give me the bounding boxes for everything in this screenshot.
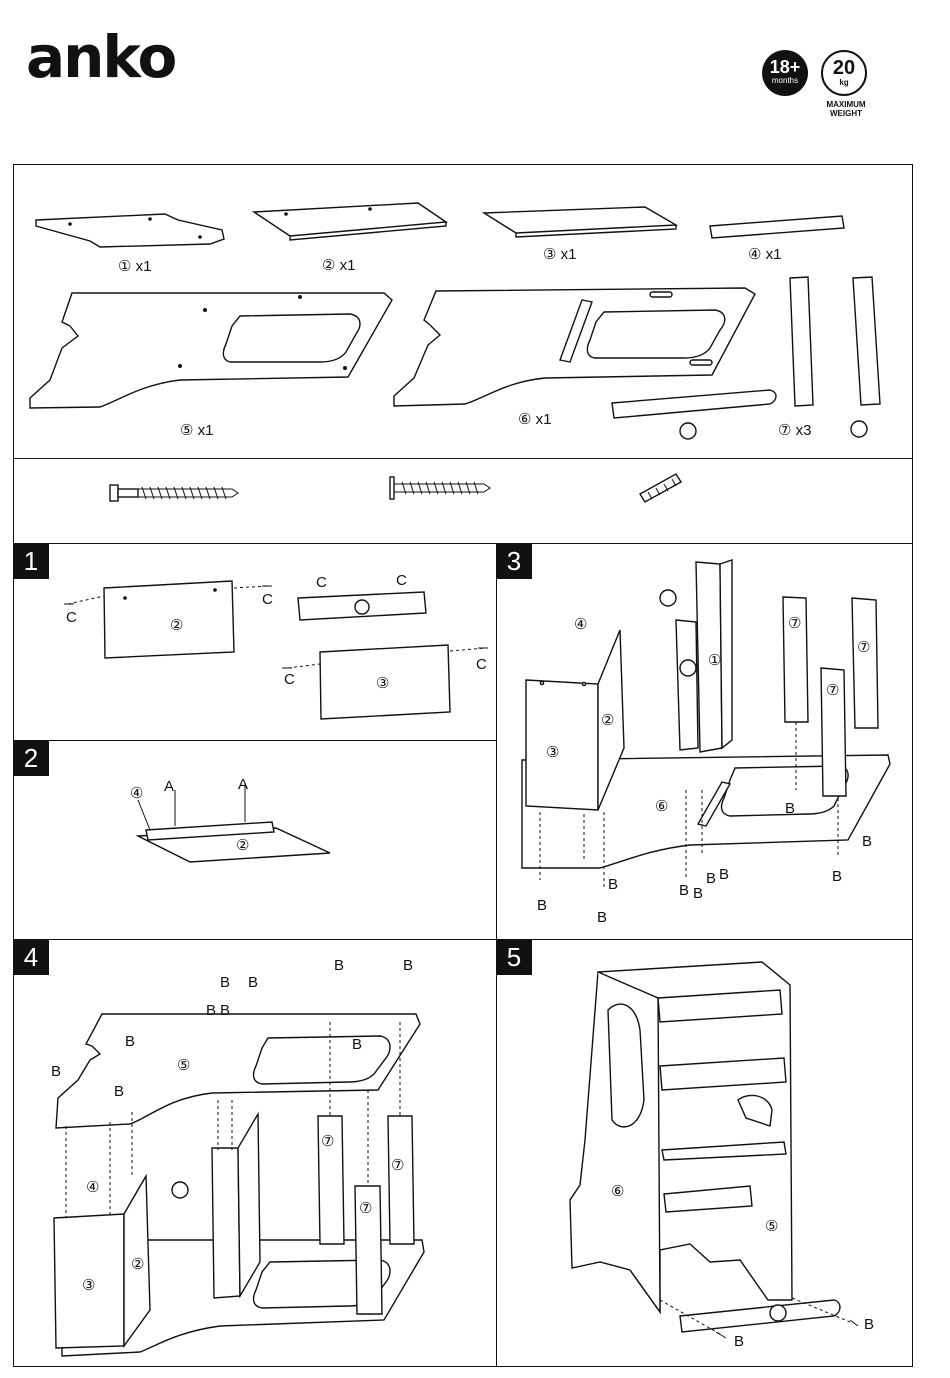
callout-c: C: [396, 572, 407, 589]
part-7-callout: ⑦: [321, 1132, 334, 1150]
rail-drawing: [612, 390, 776, 418]
step-3-drawing: [522, 560, 890, 890]
part-6-callout: ⑥: [655, 797, 668, 815]
step-5-drawing: [570, 962, 858, 1338]
part-7-label: ⑦ x3: [778, 421, 811, 439]
callout-b: B: [403, 957, 413, 974]
callout-c: C: [66, 609, 77, 626]
callout-b: B: [220, 974, 230, 991]
dowel-marker: [680, 423, 696, 439]
dowel-icon: [640, 474, 681, 502]
part-2-label: ② x1: [322, 256, 355, 274]
callout-b: B: [862, 833, 872, 850]
part-4-drawing: [710, 216, 844, 238]
part-5-label: ⑤ x1: [180, 421, 213, 439]
part-7-callout: ⑦: [857, 638, 870, 656]
callout-b: B: [864, 1316, 874, 1333]
callout-b: B: [248, 974, 258, 991]
part-7-callout: ⑦: [359, 1199, 372, 1217]
callout-b: B: [734, 1333, 744, 1350]
part-1-drawing: [36, 214, 224, 247]
callout-b: B: [220, 1002, 230, 1019]
part-3-callout: ③: [376, 674, 389, 692]
part-6-drawing: [394, 288, 755, 406]
callout-b: B: [706, 870, 716, 887]
part-3-drawing: [484, 207, 676, 237]
part-7-callout: ⑦: [391, 1156, 404, 1174]
dowel-marker: [851, 421, 867, 437]
long-screw-icon: [110, 485, 238, 501]
callout-c: C: [316, 574, 327, 591]
part-1-label: ① x1: [118, 257, 151, 275]
part-5-callout: ⑤: [765, 1217, 778, 1235]
part-5-callout: ⑤: [177, 1056, 190, 1074]
callout-b: B: [679, 882, 689, 899]
part-2-callout: ②: [601, 711, 614, 729]
part-6-callout: ⑥: [611, 1182, 624, 1200]
callout-b: B: [537, 897, 547, 914]
callout-b: B: [114, 1083, 124, 1100]
callout-b: B: [832, 868, 842, 885]
callout-a: A: [164, 778, 174, 795]
part-3-label: ③ x1: [543, 245, 576, 263]
part-4-callout: ④: [130, 784, 143, 802]
part-2-callout: ②: [170, 616, 183, 634]
step-4-drawing: [54, 1014, 424, 1356]
callout-b: B: [785, 800, 795, 817]
callout-b: B: [719, 866, 729, 883]
part-3-callout: ③: [546, 743, 559, 761]
part-1-callout: ①: [708, 651, 721, 669]
callout-b: B: [352, 1036, 362, 1053]
part-4-callout: ④: [86, 1178, 99, 1196]
callout-b: B: [693, 885, 703, 902]
callout-b: B: [125, 1033, 135, 1050]
callout-c: C: [476, 656, 487, 673]
part-2-callout: ②: [131, 1255, 144, 1273]
callout-b: B: [608, 876, 618, 893]
callout-b: B: [51, 1063, 61, 1080]
part-7-drawing: [790, 277, 880, 406]
callout-c: C: [284, 671, 295, 688]
part-7-callout: ⑦: [788, 614, 801, 632]
part-3-callout: ③: [82, 1276, 95, 1294]
part-2-drawing: [254, 203, 446, 240]
callout-c: C: [262, 591, 273, 608]
callout-b: B: [334, 957, 344, 974]
step-1-drawing: [64, 581, 488, 719]
step-2-drawing: [138, 786, 330, 862]
part-4-label: ④ x1: [748, 245, 781, 263]
part-2-callout: ②: [236, 836, 249, 854]
part-7-callout: ⑦: [826, 681, 839, 699]
callout-b: B: [597, 909, 607, 926]
short-screw-icon: [390, 477, 490, 499]
part-4-callout: ④: [574, 615, 587, 633]
callout-b: B: [206, 1002, 216, 1019]
callout-a: A: [238, 776, 248, 793]
part-6-label: ⑥ x1: [518, 410, 551, 428]
part-5-drawing: [30, 293, 392, 408]
